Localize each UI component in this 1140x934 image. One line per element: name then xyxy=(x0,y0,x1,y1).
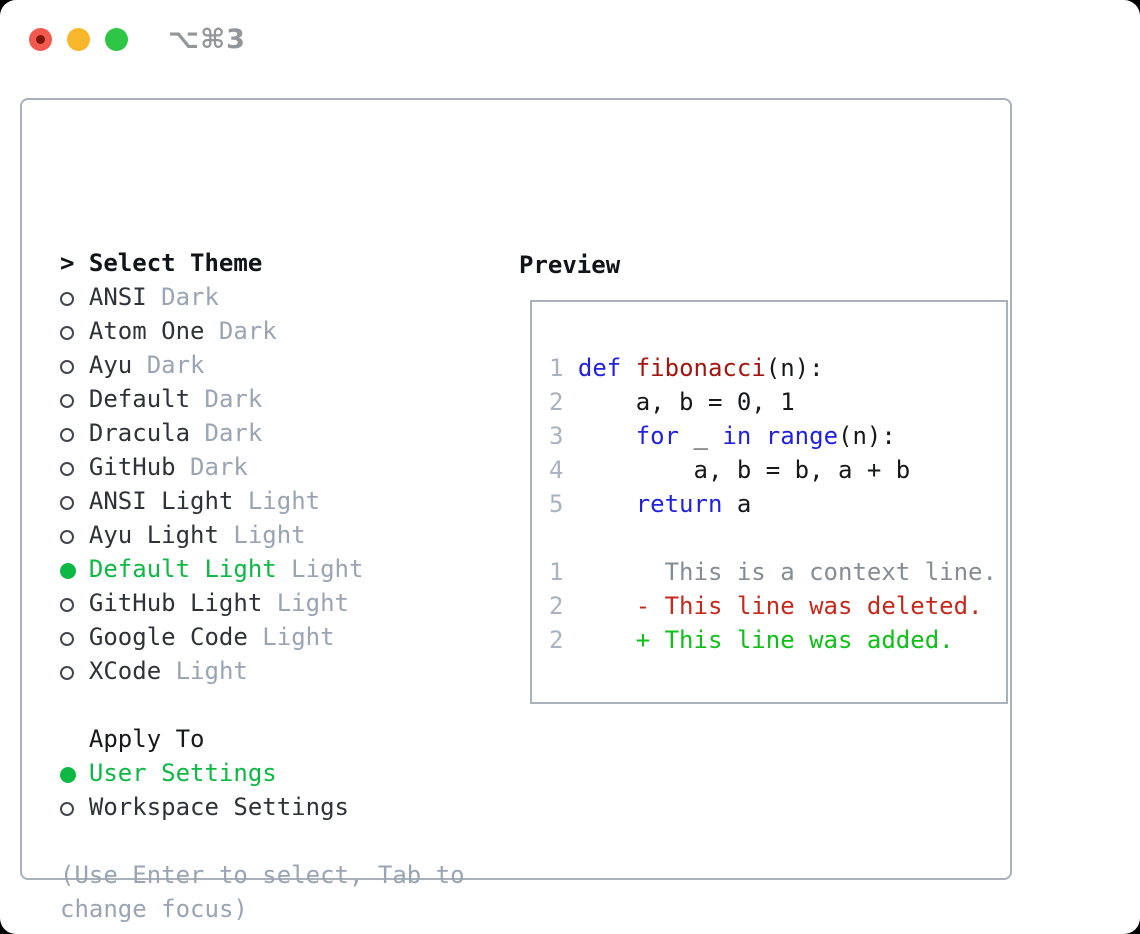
option-variant-label: Dark xyxy=(132,351,205,379)
focus-caret-icon: > xyxy=(60,249,75,277)
theme-option-ansi-light[interactable]: ANSI Light Light xyxy=(60,484,490,518)
code-line: 3 for _ in range(n): xyxy=(549,422,896,450)
radio-icon xyxy=(60,314,89,348)
keyboard-hint: (Use Enter to select, Tab to change focu… xyxy=(60,861,465,923)
select-theme-header: > Select Theme xyxy=(60,246,490,280)
option-variant-label: Light xyxy=(233,487,321,515)
code-line: 2 + This line was added. xyxy=(549,626,954,654)
line-number: 3 xyxy=(549,422,578,450)
code-line: 2 a, b = 0, 1 xyxy=(549,388,795,416)
line-number: 2 xyxy=(549,592,578,620)
radio-icon xyxy=(60,586,89,620)
radio-icon xyxy=(60,348,89,382)
radio-icon xyxy=(60,416,89,450)
option-variant-label: Light xyxy=(161,657,248,685)
minimize-button[interactable] xyxy=(67,28,90,51)
radio-icon xyxy=(60,620,89,654)
preview-box: 1 def fibonacci(n): 2 a, b = 0, 1 3 for _ … xyxy=(530,300,1008,704)
titlebar: ⌥⌘3 xyxy=(0,0,1140,78)
apply-option-workspace-settings[interactable]: Workspace Settings xyxy=(60,790,490,824)
option-variant-label: Light xyxy=(218,521,306,549)
option-label: ANSI Light xyxy=(88,487,234,515)
theme-option-atom-one[interactable]: Atom One Dark xyxy=(60,314,490,348)
theme-option-ayu[interactable]: Ayu Dark xyxy=(60,348,490,382)
apply-to-header-row: Apply To xyxy=(60,722,490,756)
option-variant-label: Dark xyxy=(175,453,248,481)
line-number: 1 xyxy=(549,558,578,586)
maximize-button[interactable] xyxy=(105,28,128,51)
option-label: Atom One xyxy=(88,317,205,345)
option-variant-label: Light xyxy=(247,623,335,651)
theme-option-ayu-light[interactable]: Ayu Light Light xyxy=(60,518,490,552)
option-label: Workspace Settings xyxy=(88,793,349,821)
option-variant-label: Dark xyxy=(204,317,277,345)
theme-option-ansi[interactable]: ANSI Dark xyxy=(60,280,490,314)
option-variant-label: Dark xyxy=(146,283,219,311)
radio-selected-icon xyxy=(60,756,89,790)
option-label: Dracula xyxy=(88,419,191,447)
line-number: 2 xyxy=(549,626,578,654)
radio-icon xyxy=(60,518,89,552)
line-number: 4 xyxy=(549,456,578,484)
code-line xyxy=(549,521,997,555)
option-label: Ayu xyxy=(88,351,133,379)
option-variant-label: Light xyxy=(276,555,364,583)
code-line: 2 - This line was deleted. xyxy=(549,592,983,620)
theme-option-default[interactable]: Default Dark xyxy=(60,382,490,416)
radio-icon xyxy=(60,450,89,484)
radio-selected-icon xyxy=(60,552,89,586)
theme-option-github-light[interactable]: GitHub Light Light xyxy=(60,586,490,620)
close-button[interactable] xyxy=(29,28,52,51)
theme-option-github[interactable]: GitHub Dark xyxy=(60,450,490,484)
option-label: Default Light xyxy=(88,555,277,583)
theme-option-xcode[interactable]: XCode Light xyxy=(60,654,490,688)
theme-option-google-code[interactable]: Google Code Light xyxy=(60,620,490,654)
apply-to-title: Apply To xyxy=(88,725,205,753)
option-variant-label: Dark xyxy=(190,419,263,447)
option-label: Google Code xyxy=(88,623,248,651)
option-label: GitHub xyxy=(88,453,176,481)
code-preview: 1 def fibonacci(n): 2 a, b = 0, 1 3 for _ … xyxy=(532,302,997,657)
line-number: 2 xyxy=(549,388,578,416)
radio-icon xyxy=(60,654,89,688)
unsaved-dot-icon xyxy=(36,35,45,44)
radio-icon xyxy=(60,280,89,314)
option-label: Default xyxy=(88,385,191,413)
option-label: XCode xyxy=(88,657,162,685)
option-label: GitHub Light xyxy=(88,589,263,617)
apply-option-user-settings[interactable]: User Settings xyxy=(60,756,490,790)
preview-title: Preview xyxy=(519,251,621,279)
radio-icon xyxy=(60,484,89,518)
radio-icon xyxy=(60,382,89,416)
code-line: 5 return a xyxy=(549,490,752,518)
option-label: User Settings xyxy=(88,759,277,787)
option-label: ANSI xyxy=(88,283,147,311)
theme-option-dracula[interactable]: Dracula Dark xyxy=(60,416,490,450)
code-line: 4 a, b = b, a + b xyxy=(549,456,911,484)
theme-option-default-light[interactable]: Default Light Light xyxy=(60,552,490,586)
line-number: 5 xyxy=(549,490,578,518)
code-line: 1 This is a context line. xyxy=(549,558,997,586)
option-label: Ayu Light xyxy=(88,521,219,549)
line-number: 1 xyxy=(549,354,578,382)
option-variant-label: Light xyxy=(262,589,349,617)
select-theme-title: Select Theme xyxy=(88,249,263,277)
radio-icon xyxy=(60,790,89,824)
window-shortcut-label: ⌥⌘3 xyxy=(168,24,246,55)
option-variant-label: Dark xyxy=(190,385,263,413)
code-line: 1 def fibonacci(n): xyxy=(549,354,824,382)
